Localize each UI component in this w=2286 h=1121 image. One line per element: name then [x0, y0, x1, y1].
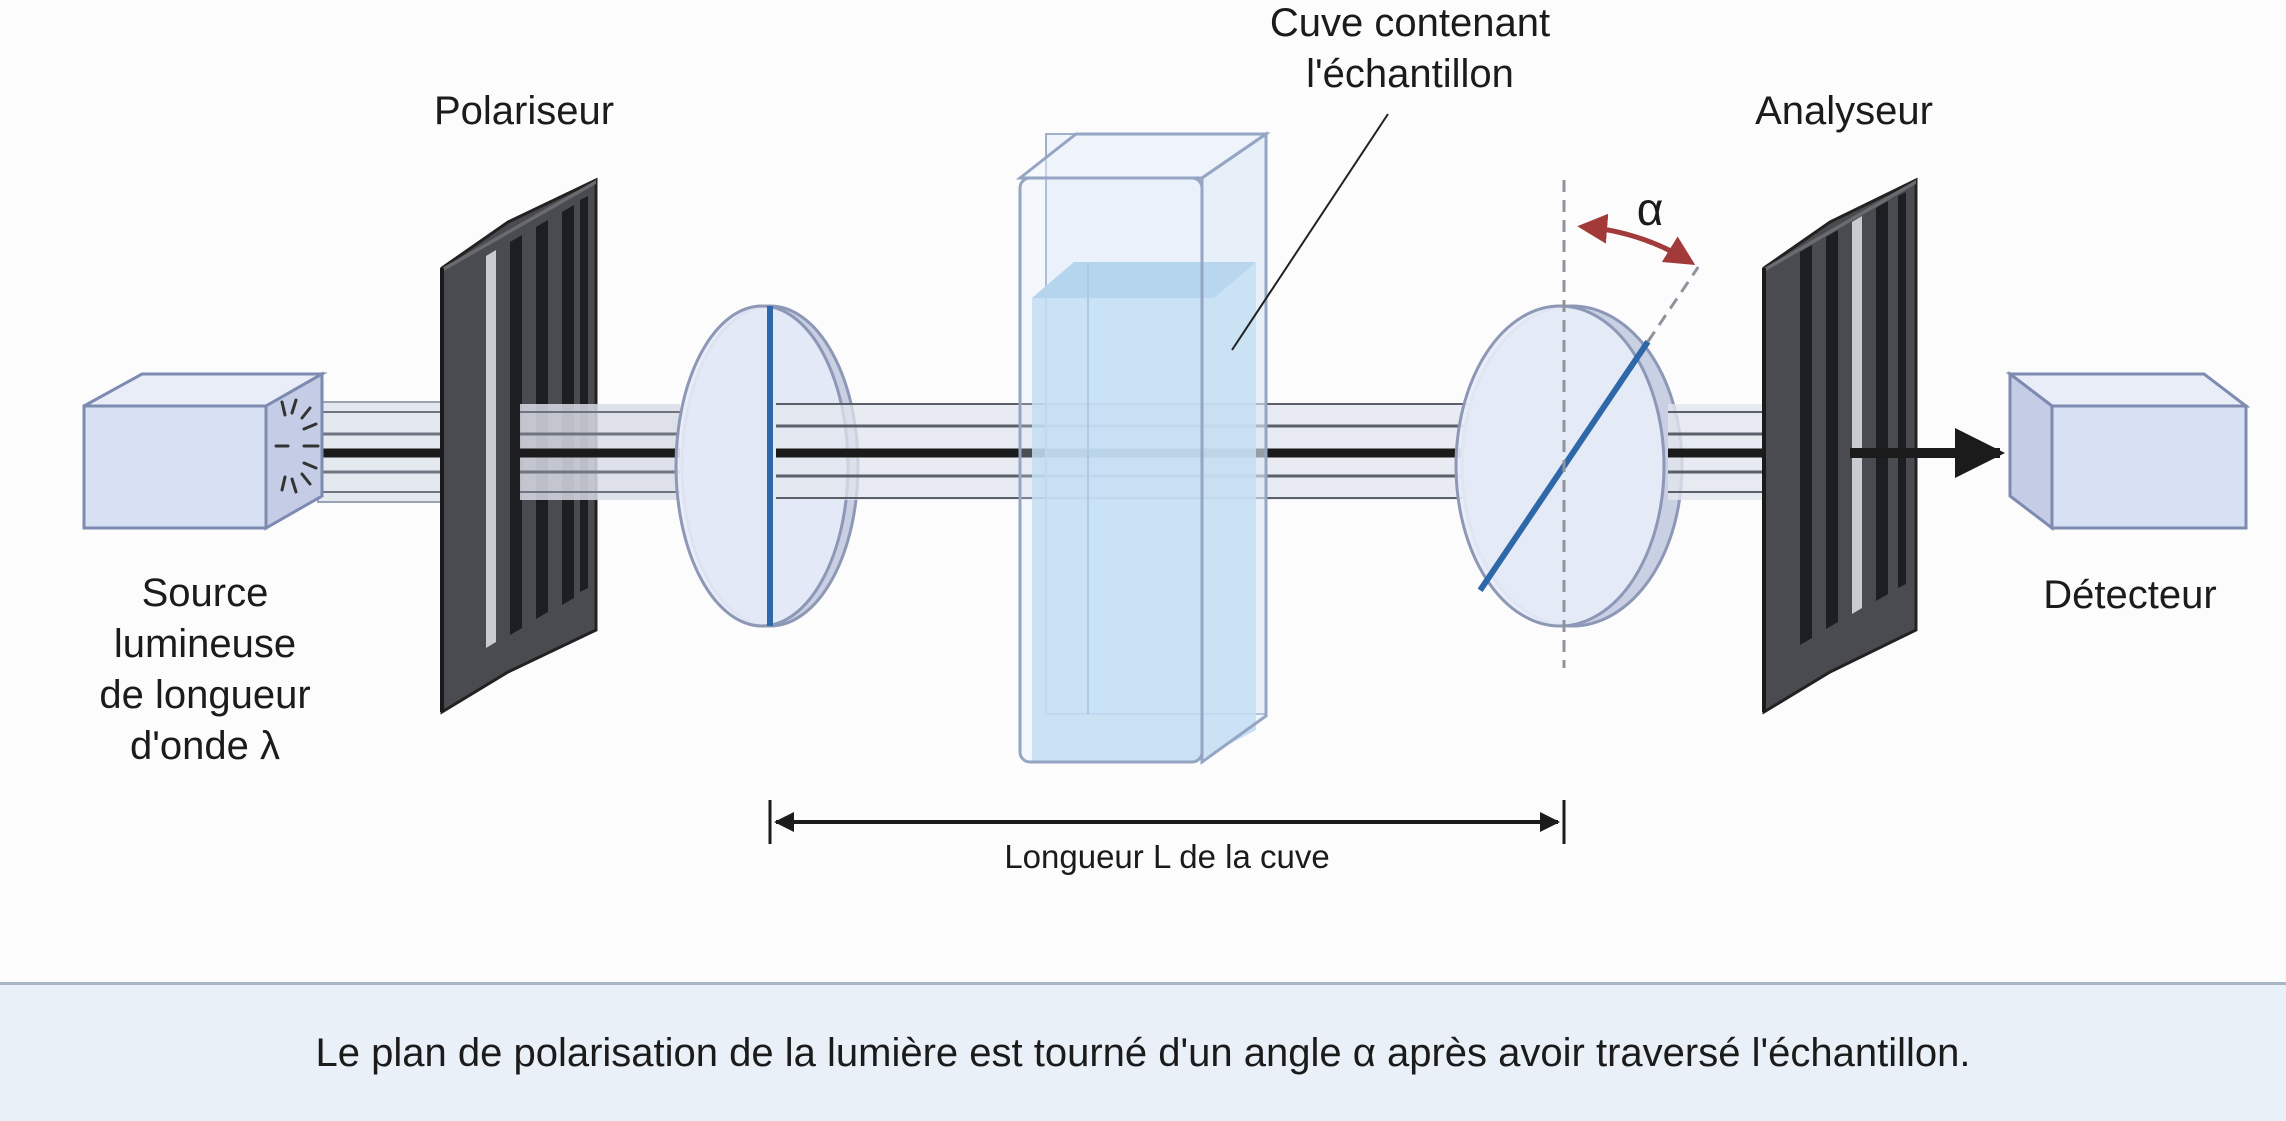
analyzer-label: Analyseur — [1755, 89, 1933, 133]
polarimeter-diagram — [82, 113, 2251, 844]
cuvette-label-line: Cuve contenant — [1269, 1, 1551, 45]
source-label-line: Source — [141, 571, 269, 615]
rotated-axis-dashed — [1646, 266, 1700, 343]
cuvette-label-line: l'échantillon — [1306, 52, 1514, 96]
caption-text: Le plan de polarisation de la lumière es… — [315, 1030, 1971, 1075]
polarization-disc-rotated — [1454, 304, 1684, 628]
source-label: Source lumineuse de longueur d'onde λ — [60, 568, 350, 772]
light-source-box — [82, 371, 328, 531]
source-label-line: d'onde λ — [130, 724, 280, 768]
beam-polarized-3 — [1668, 404, 1768, 500]
alpha-label: α — [1636, 183, 1664, 235]
source-label-line: de longueur — [99, 673, 311, 717]
alpha-angle-arc — [1577, 213, 1696, 265]
light-emission-icon — [274, 398, 320, 494]
beam-polarized-1 — [520, 404, 680, 500]
detector-box — [2005, 370, 2251, 532]
cuvette-pointer-line — [1231, 113, 1389, 351]
source-label-line: lumineuse — [113, 622, 297, 666]
polarizer-label: Polariseur — [433, 89, 615, 133]
beam-unpolarized — [317, 401, 445, 503]
polarization-disc-initial — [674, 304, 860, 628]
sample-cuvette — [1015, 131, 1271, 765]
length-dimension — [768, 800, 1566, 844]
detector-label: Détecteur — [2043, 573, 2217, 617]
length-label: Longueur L de la cuve — [1004, 838, 1330, 875]
cuvette-label: Cuve contenant l'échantillon — [1210, 0, 1610, 100]
analyzer-filter — [1762, 177, 1918, 715]
caption-bar: Le plan de polarisation de la lumière es… — [0, 982, 2286, 1121]
